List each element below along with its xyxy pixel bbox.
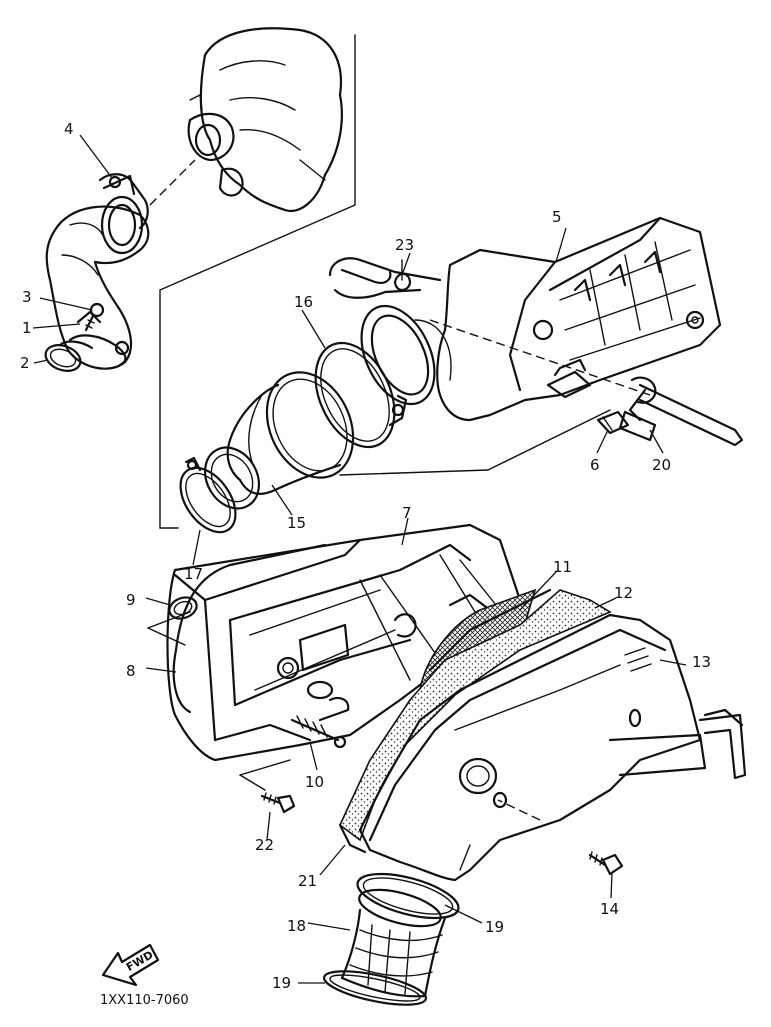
intake-joint-part-4	[45, 173, 150, 370]
case-cover-part-13	[358, 613, 747, 882]
callout-5: 5	[552, 208, 562, 226]
clamp-part-17	[179, 456, 237, 534]
callout-23: 23	[395, 236, 414, 254]
callout-10: 10	[305, 773, 324, 791]
callout-14: 14	[600, 900, 619, 918]
callout-20: 20	[652, 456, 671, 474]
callout-21: 21	[298, 872, 317, 890]
callout-17: 17	[184, 565, 203, 583]
filter-element-part-12	[339, 588, 612, 842]
air-cleaner-case-upper-part-5	[328, 216, 722, 422]
callout-4: 4	[64, 120, 74, 138]
callout-15: 15	[287, 514, 306, 532]
callout-9: 9	[126, 591, 136, 609]
joint-part-18	[340, 888, 447, 998]
callout-19-upper: 19	[485, 918, 504, 936]
callout-leader-lines	[32, 134, 687, 984]
callout-2: 2	[20, 354, 30, 372]
callout-3: 3	[22, 288, 32, 306]
forward-direction-arrow-icon: FWD	[101, 943, 160, 987]
callout-7: 7	[402, 504, 412, 522]
o-ring-part-9	[168, 596, 198, 620]
callout-16: 16	[294, 293, 313, 311]
plug-part-6	[596, 410, 630, 435]
diagram-code: 1XX110-7060	[100, 993, 189, 1008]
callout-22: 22	[255, 836, 274, 854]
band-part-16	[314, 341, 408, 449]
drain-hose-part-20	[618, 376, 744, 447]
callout-6: 6	[590, 456, 600, 474]
intake-duct-part-15	[203, 371, 355, 510]
boundary-lines	[147, 34, 651, 821]
seal-part-21	[338, 823, 367, 854]
screw-part-22	[260, 792, 296, 814]
callout-12: 12	[614, 584, 633, 602]
band-part-19-lower	[322, 970, 428, 1006]
callout-labels: 1 2 3 4 5 6 7 8 9 10 11 12 13 14 15 16 1…	[20, 120, 711, 992]
callout-8: 8	[126, 662, 136, 680]
screw-part-14	[588, 851, 624, 876]
callout-1: 1	[22, 319, 32, 337]
o-ring-part-2	[44, 344, 82, 372]
gasket-part-8	[172, 543, 327, 714]
callout-18: 18	[287, 917, 306, 935]
clip-part-23	[393, 259, 412, 292]
band-part-19-upper	[356, 872, 460, 920]
engine-carburetor-outline	[187, 27, 343, 213]
callout-13: 13	[692, 653, 711, 671]
callout-11: 11	[553, 558, 572, 576]
callout-19-lower: 19	[272, 974, 291, 992]
